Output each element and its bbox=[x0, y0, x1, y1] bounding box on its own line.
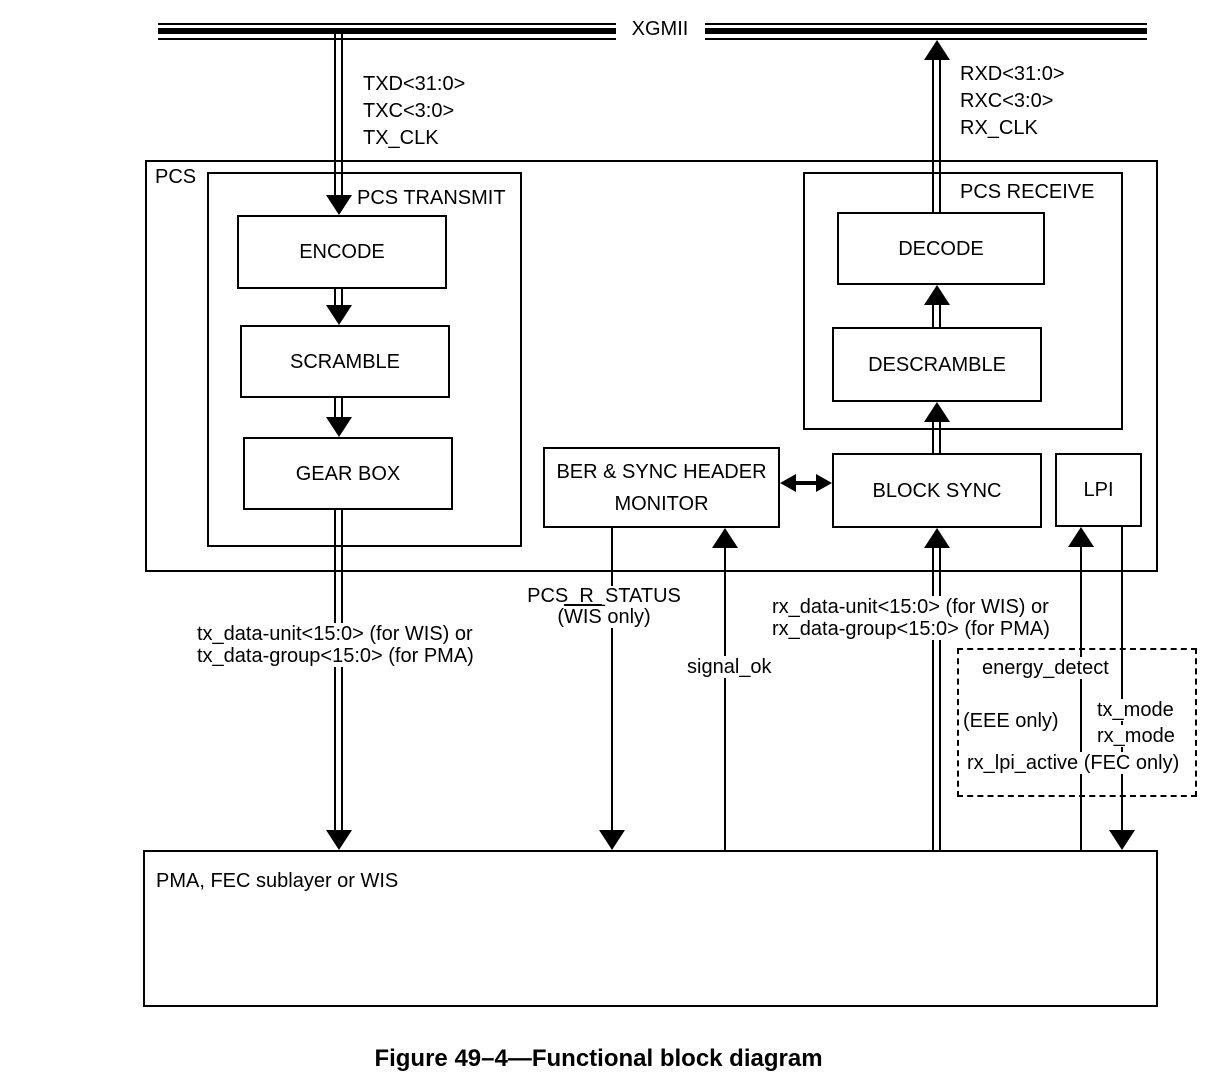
wis-only-open: ( bbox=[557, 606, 564, 628]
txc-signal-label: TXC<3:0> bbox=[363, 100, 455, 122]
rxc-signal-label: RXC<3:0> bbox=[960, 90, 1054, 112]
tx-data-label-line1: tx_data-unit<15:0> (for WIS) or bbox=[197, 623, 473, 645]
pcs-container-box bbox=[145, 160, 1158, 572]
rx-mode-label: rx_mode bbox=[1097, 725, 1175, 747]
decode-to-bus-line bbox=[932, 58, 941, 212]
xgmii-bus-left-bottom-line bbox=[158, 38, 616, 40]
ber-monitor-label-line1: BER & SYNC HEADER bbox=[556, 460, 767, 483]
xgmii-bus-right-top-line bbox=[705, 23, 1147, 25]
arrow-into-scramble-icon bbox=[326, 305, 352, 325]
pma-fec-wis-box bbox=[143, 850, 1158, 1007]
energy-detect-line bbox=[1080, 545, 1082, 850]
rx-data-label-line2: rx_data-group<15:0> (for PMA) bbox=[772, 618, 1050, 640]
energy-detect-label: energy_detect bbox=[982, 657, 1109, 679]
rx-interface-signal-labels: RXD<31:0> RXC<3:0> RX_CLK bbox=[960, 61, 1065, 142]
rx-clk-signal-label: RX_CLK bbox=[960, 117, 1038, 139]
xgmii-bus-left-top-line bbox=[158, 23, 616, 25]
tx-data-label-line2: tx_data-group<15:0> (for PMA) bbox=[197, 645, 474, 667]
pcs-receive-label: PCS RECEIVE bbox=[960, 181, 1095, 203]
xgmii-bus-left-thick-line bbox=[158, 28, 616, 34]
arrow-toward-ber-icon bbox=[780, 474, 796, 492]
arrow-into-encode-icon bbox=[326, 195, 352, 215]
signal-ok-label: signal_ok bbox=[687, 656, 772, 678]
eee-only-label: (EEE only) bbox=[963, 710, 1059, 732]
eee-fec-dashed-box bbox=[957, 648, 1197, 797]
wis-only-rest: only) bbox=[601, 606, 651, 628]
arrow-into-gearbox-icon bbox=[326, 417, 352, 437]
figure-caption: Figure 49–4—Functional block diagram bbox=[374, 1045, 823, 1072]
scramble-to-gearbox-line bbox=[334, 396, 343, 419]
rx-data-label-line1: rx_data-unit<15:0> (for WIS) or bbox=[772, 596, 1049, 618]
tx-mode-label: tx_mode bbox=[1097, 699, 1174, 721]
tx-data-to-pma-line bbox=[334, 508, 343, 832]
signal-ok-line bbox=[724, 546, 726, 850]
descramble-block: DESCRAMBLE bbox=[832, 327, 1042, 402]
pma-fec-wis-label: PMA, FEC sublayer or WIS bbox=[156, 870, 399, 892]
pcs-transmit-label: PCS TRANSMIT bbox=[357, 187, 506, 209]
arrow-into-descramble-icon bbox=[924, 402, 950, 422]
rx-lpi-active-fec-only-label: rx_lpi_active (FEC only) bbox=[967, 752, 1180, 774]
encode-block: ENCODE bbox=[237, 215, 447, 289]
ber-sync-header-monitor-block: BER & SYNC HEADER MONITOR bbox=[543, 447, 780, 528]
arrow-signal-ok-into-monitor-icon bbox=[712, 528, 738, 548]
arrow-mode-into-pma-icon bbox=[1109, 830, 1135, 850]
descramble-to-decode-line bbox=[932, 303, 941, 327]
pcs-transmit-box bbox=[207, 172, 522, 547]
blocksync-to-descramble-line bbox=[932, 420, 941, 453]
pcs-r-status-line bbox=[611, 528, 613, 832]
rx-data-signal-label: rx_data-unit<15:0> (for WIS) or rx_data-… bbox=[772, 596, 1050, 640]
tx-data-signal-label: tx_data-unit<15:0> (for WIS) or tx_data-… bbox=[197, 623, 474, 667]
gear-box-block: GEAR BOX bbox=[243, 437, 453, 510]
arrow-pcs-r-status-into-pma-icon bbox=[599, 830, 625, 850]
ber-blocksync-link-line bbox=[791, 481, 821, 485]
scramble-block: SCRAMBLE bbox=[240, 325, 450, 398]
arrow-into-blocksync-icon bbox=[924, 528, 950, 548]
arrow-into-xgmii-icon bbox=[924, 40, 950, 60]
tx-bus-connector-line bbox=[334, 30, 343, 197]
rx-data-from-pma-line bbox=[932, 546, 941, 850]
xgmii-bus-right-thick-line bbox=[705, 28, 1147, 34]
tx-rx-mode-line bbox=[1121, 527, 1123, 830]
arrow-toward-blocksync-icon bbox=[816, 474, 832, 492]
tx-clk-signal-label: TX_CLK bbox=[363, 127, 439, 149]
ber-monitor-label-line2: MONITOR bbox=[614, 492, 709, 515]
tx-interface-signal-labels: TXD<31:0> TXC<3:0> TX_CLK bbox=[363, 71, 465, 152]
txd-signal-label: TXD<31:0> bbox=[363, 73, 466, 95]
encode-to-scramble-line bbox=[334, 287, 343, 307]
arrow-energy-detect-into-lpi-icon bbox=[1068, 527, 1094, 547]
pcs-receive-box bbox=[803, 172, 1123, 430]
pcs-label: PCS bbox=[155, 166, 197, 188]
block-sync-block: BLOCK SYNC bbox=[832, 453, 1042, 528]
xgmii-bus-right-bottom-line bbox=[705, 38, 1147, 40]
pcs-r-status-label: PCS_R_STATUS (WIS only) bbox=[520, 586, 688, 628]
lpi-block: LPI bbox=[1055, 453, 1142, 527]
arrow-into-pma-tx-icon bbox=[326, 830, 352, 850]
arrow-into-decode-icon bbox=[924, 285, 950, 305]
xgmii-bus-label: XGMII bbox=[631, 18, 689, 40]
pcs-r-status-label-line2: (WIS only) bbox=[520, 607, 688, 628]
decode-block: DECODE bbox=[837, 212, 1045, 285]
wis-overlined: WIS bbox=[563, 606, 602, 628]
pcs-r-status-label-line1: PCS_R_STATUS bbox=[527, 585, 681, 607]
rxd-signal-label: RXD<31:0> bbox=[960, 63, 1065, 85]
